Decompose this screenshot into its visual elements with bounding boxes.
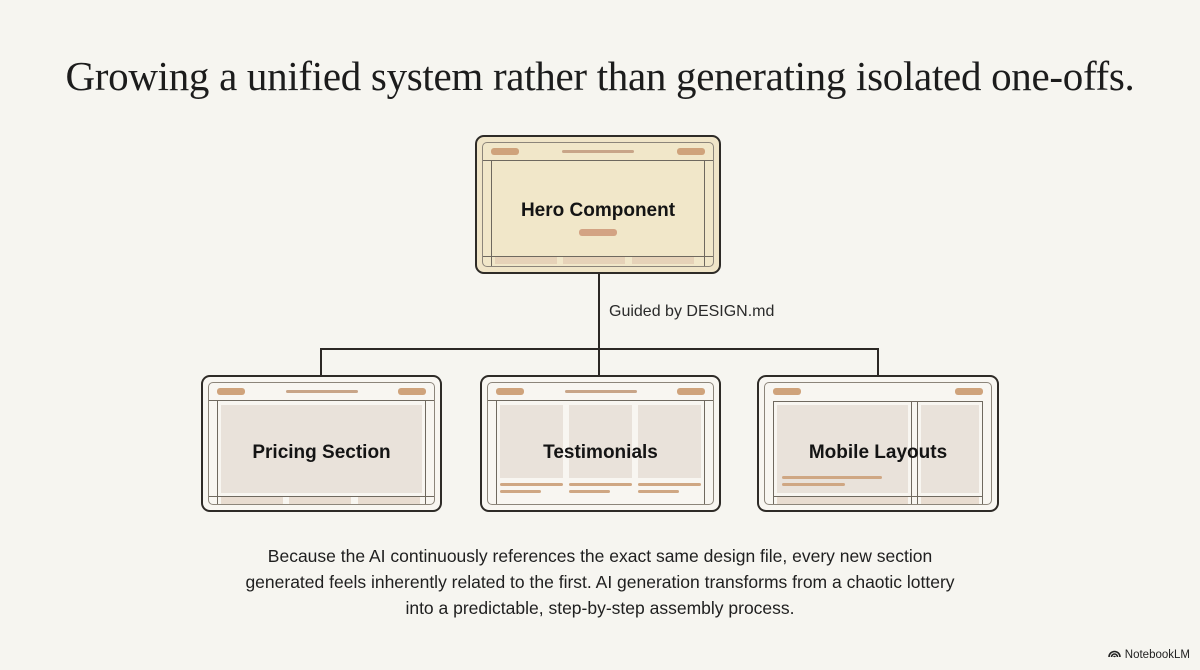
pricing-drop-connector: [320, 348, 322, 375]
hero-component-label: Hero Component: [520, 200, 676, 221]
testimonial-card-block: [638, 405, 701, 478]
nav-logo-pill: [491, 148, 519, 155]
wireframe-footer-rule: [483, 256, 713, 257]
quote-line: [638, 490, 679, 493]
nav-logo-pill: [773, 388, 801, 395]
footer-block: [221, 497, 283, 504]
hero-component-node: Hero Component: [475, 135, 721, 274]
mobile-layouts-label: Mobile Layouts: [808, 442, 948, 463]
caption-line: into a predictable, step-by-step assembl…: [405, 598, 795, 618]
wireframe-right-rule: [425, 400, 426, 504]
quote-line: [500, 483, 563, 486]
mobile-wireframe: Mobile Layouts: [764, 382, 992, 505]
nav-button-pill: [955, 388, 983, 395]
wireframe-right-rule: [704, 400, 705, 504]
connector-label: Guided by DESIGN.md: [609, 303, 775, 320]
footer-block: [777, 497, 908, 504]
text-line: [782, 483, 845, 486]
nav-links-bar: [562, 150, 634, 153]
quote-line: [500, 490, 541, 493]
wireframe-header: [488, 383, 713, 401]
testimonials-wireframe: Testimonials: [487, 382, 714, 505]
quote-line: [638, 483, 701, 486]
testimonial-card-block: [569, 405, 632, 478]
wireframe-header: [765, 383, 991, 400]
caption-line: Because the AI continuously references t…: [267, 546, 933, 566]
trunk-connector: [598, 274, 600, 375]
wireframe-header: [209, 383, 434, 401]
mobile-layouts-node: Mobile Layouts: [757, 375, 999, 512]
slide-title: Growing a unified system rather than gen…: [65, 53, 1135, 99]
footer-block: [289, 497, 351, 504]
nav-links-bar: [285, 390, 358, 393]
footer-block: [563, 257, 625, 264]
wireframe-left-rule: [773, 401, 774, 504]
testimonials-node: Testimonials: [480, 375, 721, 512]
mobile-drop-connector: [877, 348, 879, 375]
quote-line: [569, 490, 610, 493]
nav-button-pill: [677, 388, 705, 395]
mobile-side-block: [921, 405, 979, 493]
nav-button-pill: [677, 148, 705, 155]
wireframe-right-rule: [982, 401, 983, 504]
footer-block: [921, 497, 979, 504]
testimonial-card-block: [500, 405, 563, 478]
wireframe-left-rule: [491, 160, 492, 266]
nav-logo-pill: [496, 388, 524, 395]
pricing-wireframe: Pricing Section: [208, 382, 435, 505]
nav-links-bar: [564, 390, 637, 393]
pricing-content-block: [221, 405, 422, 493]
quote-line: [569, 483, 632, 486]
footer-block: [358, 497, 420, 504]
notebooklm-icon: [1107, 648, 1121, 661]
wireframe-divider-rule: [917, 401, 918, 504]
pricing-section-label: Pricing Section: [252, 442, 391, 463]
nav-button-pill: [398, 388, 426, 395]
wireframe-divider-rule: [911, 401, 912, 504]
wireframe-left-rule: [496, 400, 497, 504]
notebooklm-branding: NotebookLM: [1107, 648, 1190, 661]
wireframe-left-rule: [217, 400, 218, 504]
hero-wireframe: Hero Component: [482, 142, 714, 267]
pricing-section-node: Pricing Section: [201, 375, 442, 512]
hero-cta-pill: [579, 229, 617, 236]
brand-label: NotebookLM: [1124, 648, 1190, 661]
footer-block: [632, 257, 694, 264]
wireframe-header: [483, 143, 713, 161]
wireframe-footer-rule: [209, 496, 434, 497]
nav-logo-pill: [217, 388, 245, 395]
wireframe-right-rule: [704, 160, 705, 266]
wireframe-header-rule: [773, 401, 983, 402]
footer-block: [495, 257, 557, 264]
wireframe-footer-rule: [773, 496, 983, 497]
branch-connector: [320, 348, 879, 350]
caption-paragraph: Because the AI continuously references t…: [0, 543, 1200, 621]
testimonials-label: Testimonials: [543, 442, 658, 463]
caption-line: generated feels inherently related to th…: [245, 572, 955, 592]
text-line: [782, 476, 882, 479]
